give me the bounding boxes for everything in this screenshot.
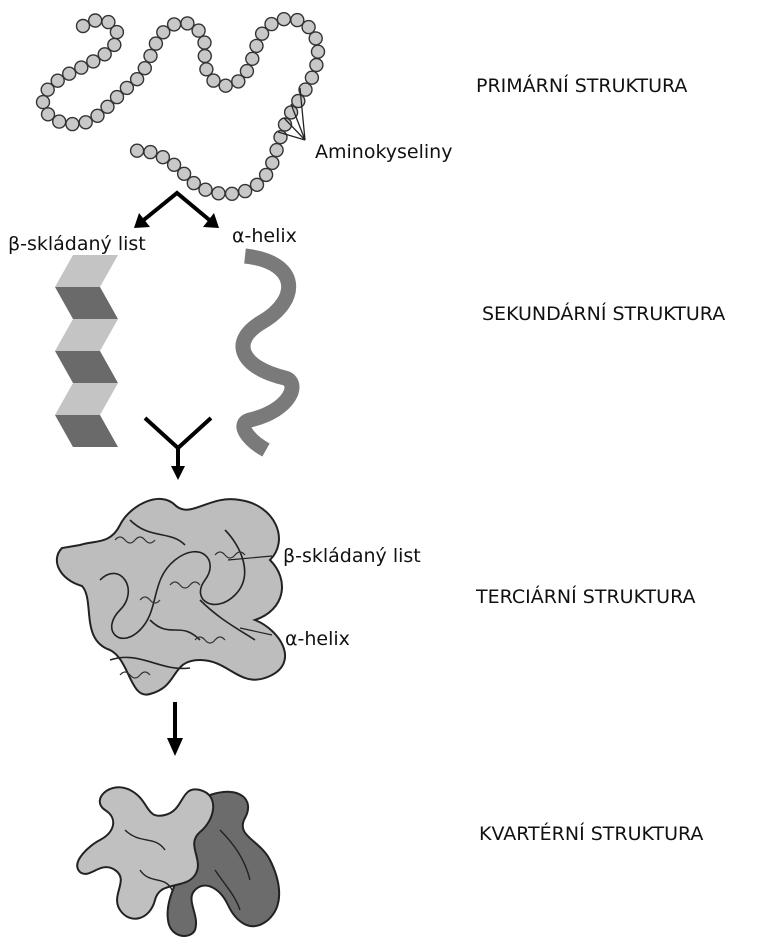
secondary-structure-label: SEKUNDÁRNÍ STRUKTURA (482, 302, 725, 325)
amino-acid-bead (239, 185, 252, 198)
beta-strand-segment (55, 383, 118, 415)
amino-acid-bead (305, 71, 318, 84)
amino-acid-bead (246, 52, 259, 65)
amino-acid-bead-chain (37, 13, 325, 201)
amino-acid-bead (198, 36, 211, 49)
amino-acid-bead (144, 49, 157, 62)
amino-acid-bead (131, 144, 144, 157)
amino-acid-bead (168, 158, 181, 171)
alpha-helix-shape (243, 256, 292, 450)
amino-acid-bead (75, 61, 88, 74)
amino-acid-bead (98, 48, 111, 61)
tertiary-beta-sheet-label: β-skládaný list (283, 545, 421, 567)
quaternary-structure-label: KVARTÉRNÍ STRUKTURA (479, 822, 703, 845)
amino-acid-bead (110, 26, 123, 39)
amino-acid-bead (66, 118, 79, 131)
amino-acid-bead (79, 116, 92, 129)
amino-acid-bead (207, 74, 220, 87)
tertiary-alpha-helix-label: α-helix (285, 628, 350, 650)
primary-structure-label: PRIMÁRNÍ STRUKTURA (476, 74, 687, 97)
amino-acid-bead (53, 115, 66, 128)
tertiary-structure-shape (57, 499, 285, 695)
amino-acid-bead (309, 32, 322, 45)
amino-acid-bead (312, 45, 325, 58)
amino-acids-label: Aminokyseliny (315, 141, 452, 163)
quaternary-structure-shape (77, 787, 279, 936)
amino-acid-bead (63, 67, 76, 80)
amino-acid-bead (270, 144, 283, 157)
amino-acid-bead (199, 183, 212, 196)
beta-strand-segment (55, 287, 118, 319)
amino-acid-bead (87, 55, 100, 68)
beta-strand-segment (55, 351, 118, 383)
amino-acid-bead (240, 65, 253, 78)
amino-acid-bead (41, 83, 54, 96)
amino-acid-bead (89, 14, 102, 27)
amino-acid-bead (302, 21, 315, 34)
merge-arrow-head (171, 466, 185, 480)
amino-acid-bead (310, 59, 323, 72)
amino-acid-bead (250, 39, 263, 52)
tertiary-structure-label: TERCIÁRNÍ STRUKTURA (475, 585, 696, 608)
amino-acid-bead (251, 178, 264, 191)
amino-acid-bead (168, 18, 181, 31)
merge-arrow (145, 418, 211, 470)
beta-strand-segment (55, 319, 118, 351)
amino-acid-bead (37, 96, 50, 109)
split-arrow (140, 193, 213, 223)
amino-acid-bead (144, 146, 157, 159)
amino-acid-bead (156, 151, 169, 164)
amino-acid-bead (149, 37, 162, 50)
beta-strand-segment (55, 415, 118, 447)
amino-acid-bead (265, 18, 278, 31)
amino-acid-bead (200, 63, 213, 76)
amino-acid-bead (192, 24, 205, 37)
alpha-helix-label: α-helix (232, 225, 297, 247)
amino-acid-bead (219, 79, 232, 92)
amino-acid-bead (77, 20, 90, 33)
down-arrow (167, 702, 183, 756)
amino-acid-bead (198, 50, 211, 63)
amino-acid-bead (292, 95, 305, 108)
beta-sheet-label: β-skládaný list (8, 233, 146, 255)
amino-acid-bead (138, 62, 151, 75)
amino-acid-bead (277, 13, 290, 26)
beta-sheet-shape (55, 255, 118, 447)
amino-acid-bead (266, 156, 279, 169)
beta-strand-segment (55, 255, 118, 287)
amino-acid-bead (212, 187, 225, 200)
amino-acid-bead (226, 187, 239, 200)
